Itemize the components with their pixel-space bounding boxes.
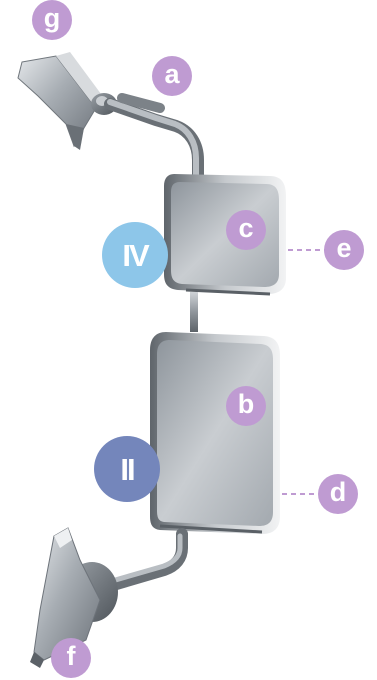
label-text-d: d [330,479,347,506]
label-badge-d: d [318,474,358,514]
label-text-e: e [336,235,351,262]
wide-angle-mirror [164,174,286,294]
class-badge-ii: II [94,436,160,502]
label-badge-e: e [324,230,364,270]
class-text-ii: II [120,454,133,485]
class-text-iv: IV [122,240,147,271]
label-text-c: c [238,215,253,242]
label-badge-a: a [152,56,192,96]
label-badge-c: c [226,210,266,250]
label-badge-g: g [32,0,72,40]
label-badge-b: b [226,386,266,426]
upper-arm [110,98,198,178]
label-badge-f: f [51,638,91,678]
connecting-rod [190,292,198,332]
class-badge-iv: IV [102,222,168,288]
label-text-f: f [67,643,76,670]
label-text-g: g [44,5,61,32]
label-text-a: a [164,61,179,88]
main-mirror [150,332,280,534]
top-mounting-bracket [18,52,117,150]
label-text-b: b [238,391,255,418]
